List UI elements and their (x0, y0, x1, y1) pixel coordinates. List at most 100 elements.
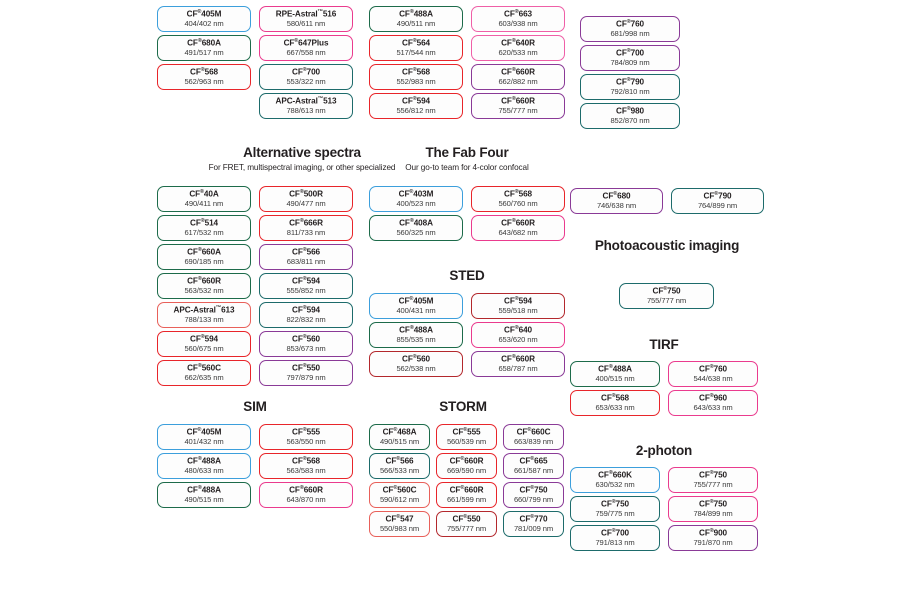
dye-name-number: 516 (322, 9, 337, 19)
dye-trademark-mark: ® (709, 469, 714, 476)
dye-name-base: CF (186, 9, 198, 19)
dye-name-number: 900 (713, 528, 727, 538)
dye-name: CF®750 (653, 286, 681, 296)
dye-wavelengths: 643/633 nm (693, 403, 733, 413)
dye-name: CF®660C (517, 427, 551, 437)
dye-name-number: 666R (303, 218, 323, 228)
dye-wavelengths: 855/535 nm (396, 335, 436, 345)
dye-name-number: 980 (630, 106, 644, 116)
dye-trademark-mark: ® (514, 324, 519, 331)
dye-name: CF®560 (402, 354, 430, 364)
dye-trademark-mark: ® (608, 469, 613, 476)
dye-name: CF®660R (450, 485, 484, 495)
dye-trademark-mark: ® (511, 95, 516, 102)
dye-trademark-mark: ® (294, 37, 299, 44)
dye-wavelengths: 556/812 nm (396, 106, 436, 116)
dye-name-number: 488A (201, 456, 221, 466)
dye-name: CF®700 (292, 67, 320, 77)
dye-name: CF®750 (699, 499, 727, 509)
dye-name: CF®568 (601, 393, 629, 403)
dye-wavelengths: 517/544 nm (396, 48, 436, 58)
dye-wavelengths: 792/810 nm (610, 87, 650, 97)
dye-trademark-mark: ® (613, 190, 618, 197)
dye-name-base: CF (402, 96, 413, 106)
dye-name-number: 488A (612, 364, 632, 374)
